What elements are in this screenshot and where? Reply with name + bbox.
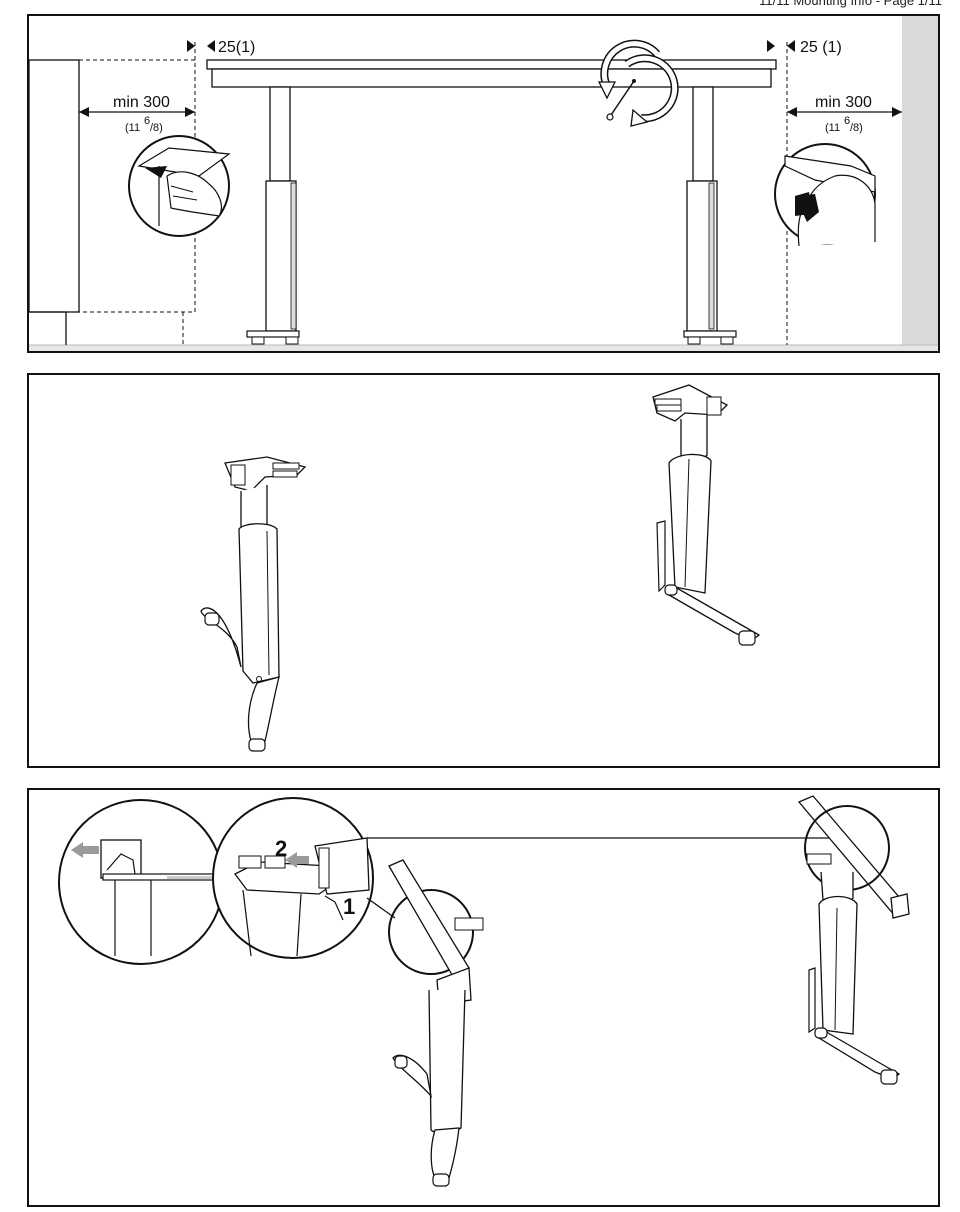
svg-text:(11: (11 [125,122,140,134]
step-2-label: 2 [275,836,287,861]
left-clearance-dimension: min 300 (11 6 /8) [79,94,195,134]
left-leg [246,86,300,345]
leg-with-rail-front [388,859,484,1187]
panel-clearance-overview: 25(1) 25 (1) min 300 (11 6 /8) min 300 (… [27,14,940,353]
finger-pinch-icon [128,135,231,237]
bracket-detail-circle: 2 [212,797,374,959]
right-leg [683,86,737,345]
left-gap-label: 25(1) [218,39,255,56]
page-header: 11/11 Mounting Info - Page 1/11 [759,0,942,8]
cabinet [29,59,80,313]
clearance-diagram: 25(1) 25 (1) min 300 (11 6 /8) min 300 (… [29,16,938,351]
left-clearance-label: min 300 [113,94,170,111]
panel-frame-mounting: 2 1 [27,788,940,1207]
rotate-arrows-icon [597,39,679,127]
slide-left-arrow-icon [71,842,99,858]
svg-text:(11: (11 [825,122,840,134]
svg-text:6: 6 [144,115,150,127]
legs-diagram [200,384,761,752]
left-gap-marker: 25(1) [187,39,255,56]
wall [902,16,938,351]
table-frame [211,68,772,88]
right-gap-marker: 25 (1) [767,39,842,56]
profile-detail-circle [58,799,224,965]
right-gap-label: 25 (1) [800,39,842,56]
leg-back [652,384,761,646]
right-clearance-label: min 300 [815,94,872,111]
right-clearance-dimension: min 300 (11 6 /8) [787,94,902,134]
svg-text:/8): /8) [150,122,163,134]
frame-mounting-diagram: 2 1 [58,795,910,1187]
leg-front [200,456,307,752]
step-1-label: 1 [343,894,355,919]
panel-legs-upright [27,373,940,768]
floor [29,345,938,351]
svg-text:6: 6 [844,115,850,127]
table-top [206,59,777,70]
head-clearance-icon [774,143,876,247]
svg-text:/8): /8) [850,122,863,134]
leg-with-rail-back [797,795,910,1085]
